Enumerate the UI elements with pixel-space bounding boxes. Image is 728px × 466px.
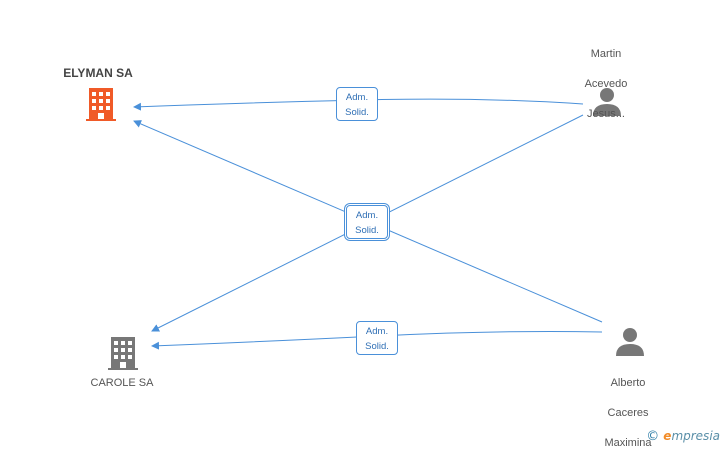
company-label-elyman[interactable]: ELYMAN SA — [63, 66, 133, 80]
person-label-line: Jesus... — [587, 108, 625, 120]
edge-label-alberto-carole[interactable]: Adm. Solid. — [356, 321, 398, 355]
building-icon[interactable] — [108, 337, 138, 370]
edge-label-line: Solid. — [355, 225, 379, 236]
building-icon[interactable] — [86, 88, 116, 121]
person-icon[interactable] — [593, 88, 621, 116]
company-label-carole[interactable]: CAROLE SA — [90, 377, 154, 389]
relationship-graph — [86, 88, 644, 370]
copyright-symbol: © — [646, 429, 660, 444]
person-label-line: Acevedo — [584, 78, 628, 90]
edge-label-line: Solid. — [365, 341, 389, 352]
brand-initial: e — [663, 429, 672, 443]
person-label-martin[interactable]: Martin Acevedo Jesus... — [566, 32, 646, 137]
person-label-line: Caceres — [607, 407, 649, 419]
edge-label-martin-elyman[interactable]: Adm. Solid. — [336, 87, 378, 121]
edge-label-line: Adm. — [345, 92, 369, 103]
person-label-alberto[interactable]: Alberto Caceres Maximina — [588, 361, 668, 466]
person-label-line: Maximina — [604, 437, 652, 449]
person-label-line: Alberto — [610, 377, 646, 389]
edge-label-line: Adm. — [355, 210, 379, 221]
person-label-line: Martin — [590, 48, 622, 60]
edge-label-line: Solid. — [345, 107, 369, 118]
brand-watermark: ©empresia — [646, 429, 720, 444]
person-icon[interactable] — [616, 328, 644, 356]
edge-label-line: Adm. — [365, 326, 389, 337]
brand-name: mpresia — [671, 429, 720, 443]
edge-label-martin-carole[interactable]: Adm. Solid. — [346, 205, 388, 239]
